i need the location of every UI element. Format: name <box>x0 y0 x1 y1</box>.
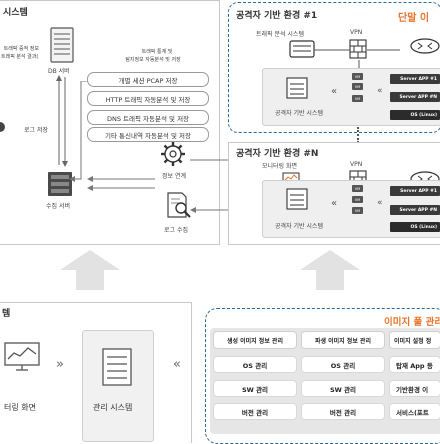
col2-item-sw: SW 관리 <box>302 381 384 396</box>
collect-server-icon <box>48 172 72 196</box>
env1-badge: 단말 이 <box>398 13 430 24</box>
router-icon <box>410 38 440 54</box>
collect-bracket <box>69 81 87 182</box>
mgmt-system-box <box>82 330 154 442</box>
envN-server-app-n: Server APP #N <box>390 205 440 215</box>
col1-item-version: 버전 관리 <box>214 404 296 419</box>
env1-vm-2: VM <box>352 83 363 90</box>
main-system-panel: 시스템 트래픽 증적 정보 트래픽 분석 결과(보안 취약점 정보) DB 서버… <box>0 0 220 245</box>
db-collect-arrows <box>56 75 68 167</box>
mgmt-label: 관리 시스템 <box>93 403 133 412</box>
log-store-label: 로그 저장 <box>24 127 48 134</box>
env1-chevron-icon-2: « <box>377 86 383 96</box>
bottom-monitor-label: 터링 화면 <box>4 403 36 412</box>
log-collect-label: 로그 수집 <box>164 227 188 234</box>
main-panel-title: 시스템 <box>3 8 28 18</box>
db-note-2: 트래픽 분석 결과(보안 취약점 정보) <box>1 54 39 60</box>
link-arrows <box>87 176 155 191</box>
env1-server-app-n: Server APP #N <box>390 92 440 102</box>
col1-item-sw: SW 관리 <box>214 381 296 396</box>
db-note: 트래픽 증적 정보 <box>3 46 39 52</box>
env1-vm-3: VM <box>352 95 363 102</box>
env1-title: 공격자 기반 환경 #1 <box>236 11 318 21</box>
db-server-icon <box>50 27 74 63</box>
env1-chevron-icon: « <box>331 86 338 97</box>
env1-vpn-label: VPN <box>350 29 363 36</box>
up-arrow-right <box>300 250 360 290</box>
stats-note-2: 탐지정보 자동분석 및 저장 <box>125 57 181 63</box>
env1-links <box>314 49 400 68</box>
env1-vm-1: VM <box>352 73 363 80</box>
bottom-monitor-icon <box>4 342 40 371</box>
envN-vm-2: VM <box>352 196 363 203</box>
envN-monitor-label: 모니터링 화면 <box>262 163 298 170</box>
pill-http: HTTP 트래픽 자동분석 및 저장 <box>87 91 209 106</box>
col1-header: 생성 이미지 정보 관리 <box>214 332 296 348</box>
col1-item-os: OS 관리 <box>214 357 296 372</box>
traffic-server-icon <box>289 40 315 58</box>
env-ellipsis <box>357 127 361 143</box>
mgmt-server-icon <box>102 348 132 386</box>
db-server-label: DB 서버 <box>48 68 70 75</box>
up-arrow-left <box>60 250 120 290</box>
col3-item-app: 탑재 App 등 <box>390 357 440 372</box>
envN-server-app-1: Server APP #1 <box>390 186 440 196</box>
bottom-panel-title: 템 <box>2 309 11 319</box>
stats-note-1: 트래픽 통계 및 <box>141 49 173 55</box>
envN-vm-1: VM <box>352 185 363 192</box>
collect-server-label: 수집 서버 <box>46 203 70 210</box>
envN-os: OS (Linux) <box>390 222 440 232</box>
envN-vpn-label: VPN <box>350 161 363 168</box>
info-link-label: 정보 연계 <box>162 173 186 180</box>
envN-chevron-icon: « <box>331 198 338 209</box>
col3-item-env: 기반환경 이 <box>390 381 440 396</box>
col3-item-service: 서비스(포트 <box>390 404 440 419</box>
col2-item-version: 버전 관리 <box>302 404 384 419</box>
gear-icon <box>161 142 185 166</box>
env1-server-app-1: Server APP #1 <box>390 74 440 84</box>
log-icon <box>0 122 5 132</box>
env1-system-label: 공격자 기반 시스템 <box>275 110 323 117</box>
col2-item-os: OS 관리 <box>302 357 384 372</box>
envN-title: 공격자 기반 환경 #N <box>236 149 319 159</box>
bottom-chevron-icon-2: « <box>173 357 181 372</box>
search-document-icon <box>167 192 191 218</box>
env1-system-server-icon <box>286 77 308 99</box>
envN-vm-3: VM <box>352 207 363 214</box>
pill-dns: DNS 트래픽 자동분석 및 저장 <box>87 110 209 125</box>
envN-chevron-icon-2: « <box>377 198 383 208</box>
env1-traffic-label: 트래픽 분석 시스템 <box>256 31 304 38</box>
image-pool-title: 이미지 풀 관리 <box>384 317 440 328</box>
col3-header: 이미지 설정 정 <box>390 332 440 348</box>
envN-system-server-icon <box>286 188 308 210</box>
env1-dashed-frame <box>228 2 440 133</box>
env1-os: OS (Linux) <box>390 110 440 120</box>
col2-header: 파생 이미지 정보 관리 <box>302 332 384 348</box>
firewall-icon <box>349 39 367 59</box>
pill-etc: 기타 통신내역 자동분석 및 저장 <box>87 127 209 142</box>
bottom-chevron-icon: » <box>56 357 64 372</box>
pill-pcap: 개별 세션 PCAP 저장 <box>87 72 209 87</box>
envN-system-label: 공격자 기반 시스템 <box>275 223 323 230</box>
